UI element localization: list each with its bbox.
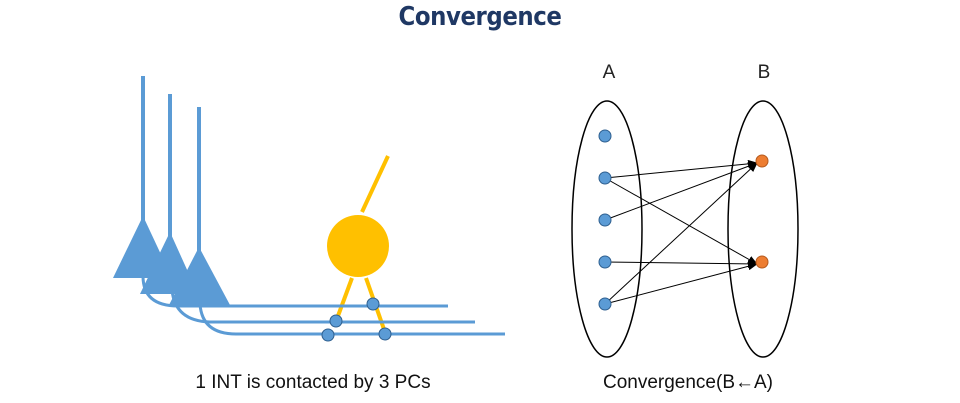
synapse-1	[366, 297, 380, 311]
set-a-node-5	[598, 297, 612, 311]
arrow-a5-b1	[604, 162, 758, 305]
left-panel: 1 INT is contacted by 3 PCs	[113, 76, 505, 393]
set-a-label: A	[603, 62, 616, 83]
arrow-a3-b1	[604, 162, 758, 221]
set-b-ellipse	[727, 100, 799, 358]
synapse-2	[329, 314, 343, 328]
set-a-node-1	[598, 129, 612, 143]
arrow-a5-b2	[604, 262, 758, 305]
set-b-node-1	[755, 154, 769, 168]
set-b-label: B	[758, 62, 771, 83]
pc3-soma	[169, 247, 230, 305]
synapse-3	[321, 328, 335, 342]
set-a-node-4	[598, 255, 612, 269]
pyramidal-cell-3	[169, 107, 505, 336]
right-caption: Convergence(B←A)	[603, 372, 773, 393]
left-caption: 1 INT is contacted by 3 PCs	[195, 372, 430, 393]
arrow-a2-b1	[604, 159, 758, 179]
right-panel: A B Convergence(B←A)	[571, 62, 799, 393]
arrow-a2-b2	[604, 177, 758, 265]
interneuron	[327, 155, 390, 336]
int-dendrite-top	[360, 155, 390, 213]
pc2-axon	[170, 289, 475, 324]
synapse-4	[378, 327, 392, 341]
set-b-node-2	[755, 255, 769, 269]
diagram-title: Convergence	[398, 2, 562, 32]
set-a-node-2	[598, 171, 612, 185]
set-a-node-3	[598, 213, 612, 227]
int-soma	[327, 215, 389, 277]
set-a-ellipse	[571, 100, 643, 358]
pc3-axon	[198, 303, 505, 336]
arrow-a4-b2	[604, 259, 758, 268]
